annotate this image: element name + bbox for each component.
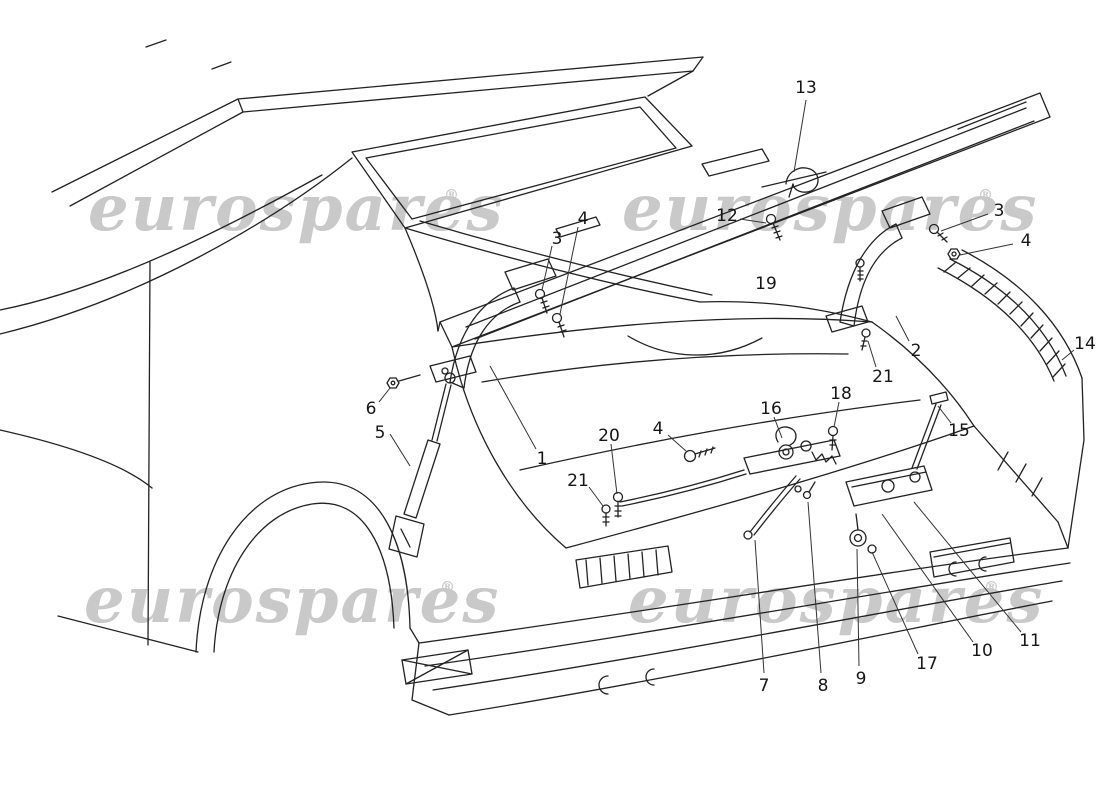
- callout-leader: [867, 340, 877, 368]
- callout-leader: [833, 401, 840, 428]
- watermark-mark: ®: [978, 186, 993, 204]
- callout-leader: [940, 213, 989, 232]
- callout-leader: [895, 315, 910, 342]
- watermark-text: eurospares: [88, 171, 504, 246]
- callout-label: 4: [578, 209, 589, 229]
- callout-label: 5: [375, 423, 386, 443]
- callout-leader: [1061, 349, 1075, 361]
- screw-20: [612, 491, 624, 503]
- callout-label: 8: [818, 676, 829, 696]
- bolt-21-right: [861, 328, 871, 338]
- callout-label: 9: [856, 669, 867, 689]
- callout-leader: [739, 218, 767, 224]
- callout-label: 6: [366, 399, 377, 419]
- callout-leader: [489, 365, 537, 450]
- callout-leader: [378, 387, 391, 403]
- callout-leader: [588, 486, 604, 507]
- lock-knob: [849, 529, 867, 547]
- callout-label: 16: [760, 399, 782, 419]
- callout-label: 4: [1021, 231, 1032, 251]
- pin-8: [802, 490, 812, 500]
- trunk-interior: [404, 220, 975, 549]
- callout-labels: 13 12 3 4 19 2 21 14 3 4 6 5 1 20 4 21 1…: [366, 78, 1096, 696]
- watermark-text: eurospares: [84, 563, 500, 638]
- callout-label: 11: [1019, 631, 1041, 651]
- nut-4-right: [947, 248, 961, 260]
- callout-label: 14: [1074, 334, 1096, 354]
- callout-label: 4: [653, 419, 664, 439]
- callout-leader: [856, 548, 860, 667]
- callout-label: 1: [537, 449, 548, 469]
- weatherstrip: [937, 249, 1083, 382]
- screw-18: [827, 425, 839, 437]
- bolt-12: [765, 213, 777, 225]
- callout-label: 18: [830, 384, 852, 404]
- callout-leader: [610, 443, 618, 495]
- callout-leader: [667, 434, 687, 452]
- callout-leader: [773, 416, 783, 439]
- callout-label: 13: [795, 78, 817, 98]
- callout-label: 15: [948, 421, 970, 441]
- callout-leader: [937, 405, 952, 424]
- callout-leader: [754, 539, 765, 674]
- nut-6: [386, 377, 400, 389]
- callout-leader: [793, 99, 807, 173]
- watermarks: eurospares ® eurospares ® eurospares ® e…: [84, 171, 1042, 638]
- bolt-3-left: [534, 288, 546, 300]
- callout-label: 3: [552, 229, 563, 249]
- body-side: [0, 157, 441, 653]
- callout-leaders: [378, 99, 1075, 674]
- callout-leader: [389, 433, 411, 467]
- callout-label: 7: [759, 676, 770, 696]
- roof-outline: [51, 39, 704, 207]
- callout-label: 3: [994, 201, 1005, 221]
- watermark-mark: ®: [444, 186, 459, 204]
- callout-label: 17: [916, 654, 938, 674]
- bolt-4-left: [551, 312, 563, 324]
- latch-mechanism: [601, 425, 841, 540]
- vehicle-drawing: [0, 39, 1085, 716]
- bolt-4-center: [683, 449, 697, 463]
- right-hinge: [765, 213, 961, 351]
- callout-label: 20: [598, 426, 620, 446]
- lock-assembly: [794, 391, 949, 554]
- grommet-17: [867, 544, 877, 554]
- rear-bumper: [401, 537, 1071, 716]
- callout-label: 10: [971, 641, 993, 661]
- callout-leader: [807, 501, 822, 674]
- callout-leader: [959, 243, 1014, 256]
- callout-label: 19: [755, 274, 777, 294]
- rod-15-end: [929, 391, 949, 405]
- watermark-mark: ®: [440, 578, 455, 596]
- callout-leader: [881, 513, 974, 643]
- callout-label: 21: [872, 367, 894, 387]
- watermark-text: eurospares: [622, 171, 1038, 246]
- rear-window: [351, 96, 693, 229]
- right-quarter: [973, 377, 1085, 549]
- screw-21-center: [601, 504, 611, 514]
- callout-leader: [871, 551, 919, 655]
- callout-label: 2: [911, 341, 922, 361]
- callout-leader: [913, 501, 1022, 633]
- callout-label: 21: [567, 471, 589, 491]
- callout-label: 12: [716, 206, 738, 226]
- callout-leader: [541, 245, 553, 291]
- callout-leader: [559, 226, 579, 315]
- gas-strut: [386, 372, 456, 558]
- bolt-3-right: [928, 223, 940, 235]
- trunk-lid: [439, 92, 1051, 348]
